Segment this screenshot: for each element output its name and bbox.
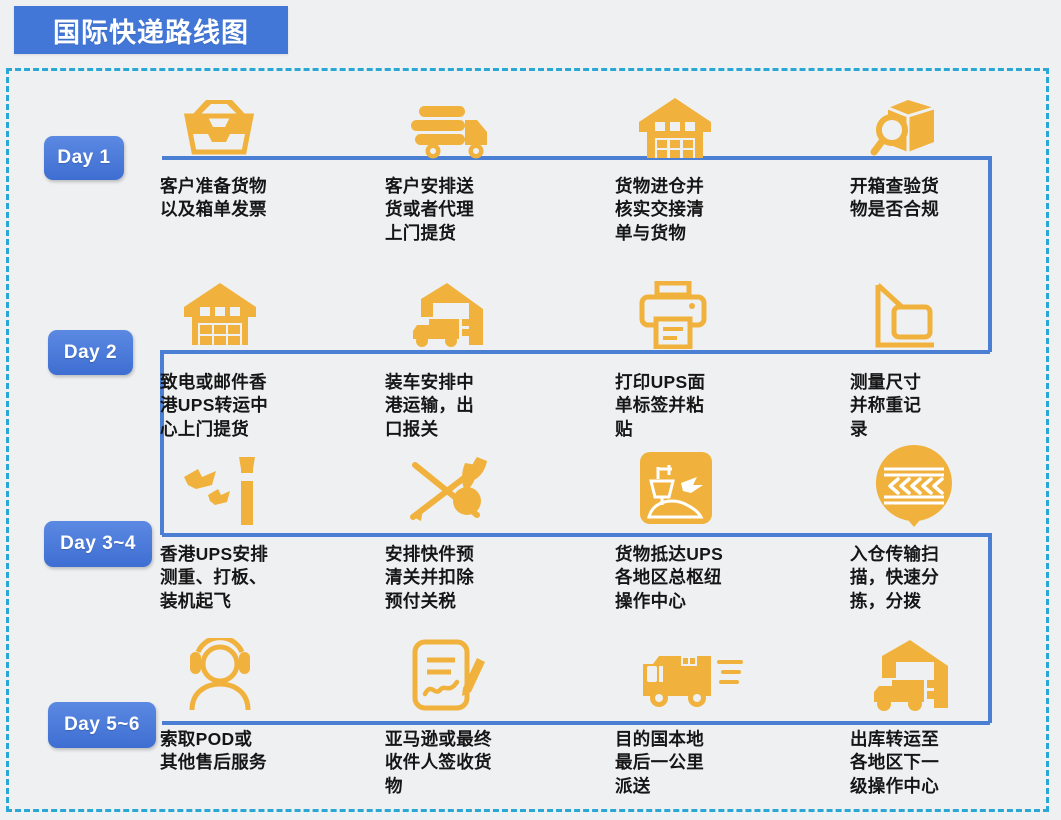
day-badge-2[interactable]: Day 2: [48, 330, 133, 375]
step-card[interactable]: 致电或邮件香 港UPS转运中 心上门提货: [160, 277, 360, 441]
day-badge-1[interactable]: Day 1: [44, 136, 124, 180]
step-card[interactable]: 入仓传输扫 描，快速分 拣，分拨: [850, 445, 1050, 613]
customs-clearance-icon: [385, 455, 585, 527]
step-label: 致电或邮件香 港UPS转运中 心上门提货: [160, 372, 269, 439]
fast-van-icon: [615, 640, 815, 712]
step-label: 打印UPS面 单标签并粘 贴: [615, 372, 706, 439]
step-card[interactable]: 亚马逊或最终 收件人签收货 物: [385, 639, 585, 798]
step-label: 索取POD或 其他售后服务: [160, 729, 267, 773]
open-box-icon: [160, 90, 360, 162]
step-card[interactable]: 货物进仓并 核实交接清 单与货物: [615, 90, 815, 245]
step-label: 货物抵达UPS 各地区总枢纽 操作中心: [615, 544, 724, 611]
page-title: 国际快递路线图: [14, 6, 288, 54]
step-label: 安排快件预 清关并扣除 预付关税: [385, 544, 474, 611]
step-label: 装车安排中 港运输，出 口报关: [385, 372, 474, 439]
step-card[interactable]: 打印UPS面 单标签并粘 贴: [615, 277, 815, 441]
step-card[interactable]: 客户准备货物 以及箱单发票: [160, 90, 360, 222]
warehouse-boxes-icon: [160, 277, 360, 349]
step-label: 入仓传输扫 描，快速分 拣，分拨: [850, 544, 939, 611]
day-badge-1-label: Day 1: [57, 147, 111, 168]
step-card[interactable]: 客户安排送 货或者代理 上门提货: [385, 90, 585, 245]
day-badge-3-label: Day 3~4: [60, 533, 136, 554]
warehouse-icon: [615, 90, 815, 162]
step-label: 货物进仓并 核实交接清 单与货物: [615, 176, 704, 243]
page-title-text: 国际快递路线图: [53, 17, 249, 48]
step-label: 亚马逊或最终 收件人签收货 物: [385, 729, 492, 796]
conveyor-sort-icon: [850, 445, 1050, 527]
step-card[interactable]: 开箱查验货 物是否合规: [850, 90, 1050, 222]
airport-hub-icon: [615, 452, 815, 527]
day-badge-2-label: Day 2: [63, 341, 118, 363]
depot-truck-icon: [850, 640, 1050, 712]
step-card[interactable]: 货物抵达UPS 各地区总枢纽 操作中心: [615, 452, 815, 613]
step-card[interactable]: 香港UPS安排 测重、打板、 装机起飞: [160, 455, 360, 613]
printer-icon: [615, 277, 815, 349]
signature-doc-icon: [385, 639, 585, 712]
step-card[interactable]: 测量尺寸 并称重记 录: [850, 277, 1050, 441]
airport-tower-icon: [160, 455, 360, 527]
step-label: 开箱查验货 物是否合规: [850, 176, 939, 220]
step-label: 香港UPS安排 测重、打板、 装机起飞: [160, 544, 269, 611]
diagram-dashed-frame: [6, 68, 1049, 812]
step-card[interactable]: 索取POD或 其他售后服务: [160, 638, 360, 775]
step-card[interactable]: 目的国本地 最后一公里 派送: [615, 640, 815, 798]
step-card[interactable]: 安排快件预 清关并扣除 预付关税: [385, 455, 585, 613]
delivery-truck-icon: [385, 90, 585, 162]
step-label: 目的国本地 最后一公里 派送: [615, 729, 704, 796]
day-badge-3[interactable]: Day 3~4: [44, 521, 152, 567]
day-badge-4-label: Day 5~6: [64, 714, 140, 735]
step-label: 出库转运至 各地区下一 级操作中心: [850, 729, 939, 796]
truck-loading-icon: [385, 277, 585, 349]
day-badge-4[interactable]: Day 5~6: [48, 702, 156, 748]
step-card[interactable]: 出库转运至 各地区下一 级操作中心: [850, 640, 1050, 798]
step-label: 客户安排送 货或者代理 上门提货: [385, 176, 474, 243]
customer-support-icon: [160, 638, 360, 712]
step-label: 测量尺寸 并称重记 录: [850, 372, 922, 439]
step-label: 客户准备货物 以及箱单发票: [160, 176, 267, 220]
measure-box-icon: [850, 277, 1050, 349]
step-card[interactable]: 装车安排中 港运输，出 口报关: [385, 277, 585, 441]
box-inspect-icon: [850, 90, 1050, 162]
